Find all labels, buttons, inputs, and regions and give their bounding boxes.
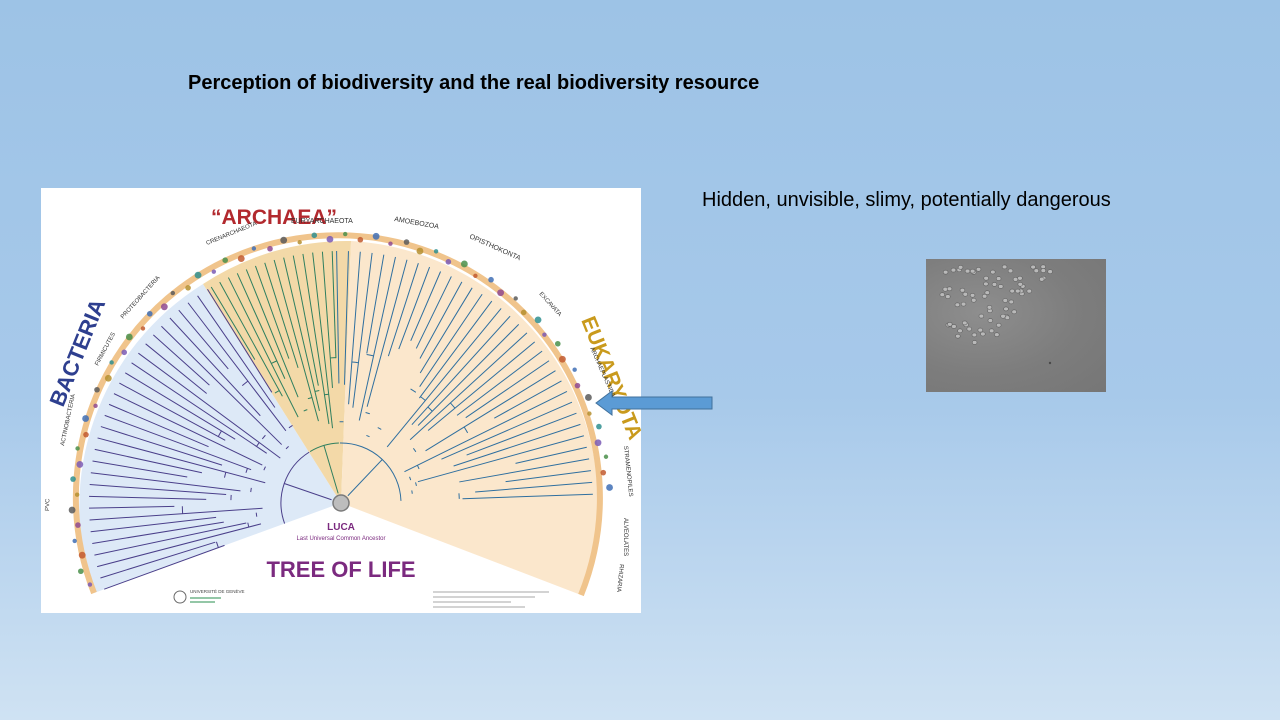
luca-sublabel: Last Universal Common Ancestor (296, 536, 385, 542)
rhizaria-label: RHIZARIA (615, 564, 624, 592)
tree-branches (89, 251, 593, 590)
eukaryota-sector (341, 241, 598, 595)
microscope-image (926, 259, 1106, 392)
proteobacteria-label: PROTEOBACTERIA (120, 275, 161, 320)
archaea-label: “ARCHAEA” (211, 206, 337, 229)
pvc-label: PVC (45, 498, 51, 511)
euryarchaeota-label: EURYARCHAEOTA (291, 218, 353, 225)
slide-subtitle: Hidden, unvisible, slimy, potentially da… (702, 189, 1111, 211)
amoebozoa-label: AMOEBOZOA (394, 216, 440, 231)
luca-label: LUCA (327, 522, 355, 533)
university-logo: UNIVERSITÉ DE GENÈVE (173, 588, 245, 604)
stramenopiles-label: STRAMENOPILES (622, 446, 633, 497)
luca-node (332, 494, 350, 512)
microscope-cells (939, 264, 1053, 365)
university-name: UNIVERSITÉ DE GENÈVE (190, 588, 245, 594)
slide-title: Perception of biodiversity and the real … (188, 72, 760, 94)
excavata-label: EXCAVATA (538, 291, 563, 317)
tree-of-life-diagram: BACTERIA “ARCHAEA” EUKARYOTA PVC ACTINOB… (44, 206, 641, 608)
tree-of-life-title: TREE OF LIFE (266, 557, 415, 582)
credit-text-lines (433, 591, 549, 608)
tree-of-life-image: BACTERIA “ARCHAEA” EUKARYOTA PVC ACTINOB… (41, 188, 641, 613)
opisthokonta-label: OPISTHOKONTA (468, 233, 521, 262)
alveolates-label: ALVEOLATES (622, 518, 628, 556)
left-arrow-icon (595, 390, 713, 416)
archaea-sector (203, 240, 351, 503)
organism-icons (68, 231, 613, 587)
